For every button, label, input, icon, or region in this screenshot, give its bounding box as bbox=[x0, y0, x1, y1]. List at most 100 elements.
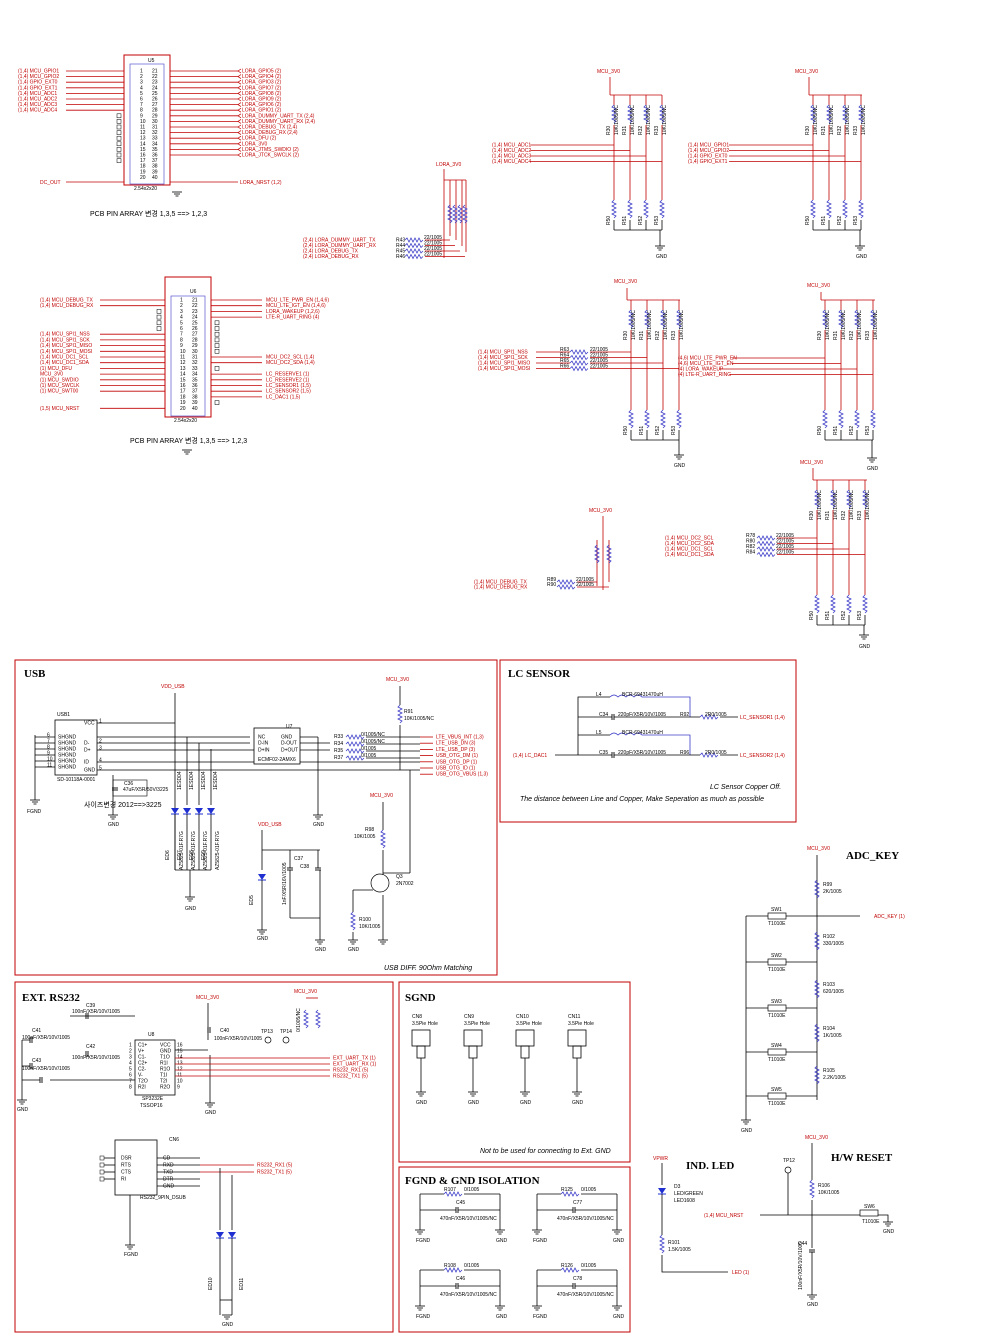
usb-tvs-mark: 1ESD04 bbox=[213, 771, 219, 790]
spi-pull-val: 10K/1005/NC bbox=[647, 310, 653, 340]
u6-pin-right: 27 bbox=[192, 332, 198, 338]
u5-pin-right: 24 bbox=[152, 85, 158, 91]
c39-ref: C39 bbox=[86, 1003, 95, 1009]
gpio-res-ref: R50 bbox=[805, 216, 811, 225]
u6-pin-right: 33 bbox=[192, 366, 198, 372]
usb1-ref: USB1 bbox=[57, 712, 70, 718]
debug-net: (1,4) MCU_DEBUG_TX bbox=[474, 580, 527, 586]
adc-rail: MCU_3V0 bbox=[597, 69, 620, 75]
spi-gnd: GND bbox=[674, 463, 686, 469]
u8-pin-left: C2- bbox=[138, 1067, 146, 1073]
lc-note1: LC Sensor Copper Off. bbox=[710, 784, 781, 791]
adckey-sw-ref: SW3 bbox=[771, 999, 782, 1005]
adckey-sw-ref: SW2 bbox=[771, 953, 782, 959]
u6-pin-left: 17 bbox=[180, 389, 186, 395]
adc-net: (1,4) MCU_ADC3 bbox=[492, 154, 531, 160]
fgnd-cap-ref: C45 bbox=[456, 1200, 465, 1206]
i2c-pull-ref: R32 bbox=[841, 511, 847, 520]
usb-out-net: USB_OTG_VBUS (1,3) bbox=[436, 772, 488, 778]
r100-ref: R100 bbox=[359, 917, 371, 923]
u6-pin-left: 18 bbox=[180, 394, 186, 400]
adckey-res-ref: R102 bbox=[823, 934, 835, 940]
c34-val: 220pF/X5R/10V/1005 bbox=[618, 712, 666, 718]
c36-ref: C36 bbox=[124, 781, 133, 787]
rs232-title: EXT. RS232 bbox=[22, 992, 80, 1004]
lte-net: (4,6) MCU_LTE_IGT_EN bbox=[678, 361, 734, 367]
sgnd-gnd: GND bbox=[468, 1100, 480, 1106]
sgnd-gnd: GND bbox=[520, 1100, 532, 1106]
usb-pin-num: 2 bbox=[99, 739, 102, 745]
u8-pin-left: V- bbox=[138, 1073, 143, 1079]
gpio-net: (1,4) MCU_GPIO2 bbox=[688, 148, 729, 154]
adckey-sw-part: T1010E bbox=[768, 1057, 786, 1063]
spi-pull-ref: R51 bbox=[639, 426, 645, 435]
u6-left-net: (1,5) MCU_NRST bbox=[40, 406, 79, 412]
u5-pin-right: 38 bbox=[152, 164, 158, 170]
u6-pin-left: 9 bbox=[180, 343, 183, 349]
lte-pull-val: 10K/1005/NC bbox=[857, 310, 863, 340]
lc-note2: The distance between Line and Copper, Ma… bbox=[520, 796, 764, 803]
r91-val: 10K/1005/NC bbox=[404, 716, 434, 722]
adckey-res-ref: R104 bbox=[823, 1026, 835, 1032]
u7-pin: D+IN bbox=[258, 748, 270, 754]
u6-pin-right: 21 bbox=[192, 298, 198, 304]
d3-pkg: LED1608 bbox=[674, 1198, 695, 1204]
fgnd-cap-val: 470nF/X5R/10V/1005/NC bbox=[557, 1216, 614, 1222]
u5-pin-right: 32 bbox=[152, 130, 158, 136]
i2c-res-ref: R80 bbox=[746, 539, 755, 545]
u5-pin-left: 5 bbox=[140, 91, 143, 97]
debug-res-val: 22/1005 bbox=[576, 582, 594, 588]
u6-caption: PCB PIN ARRAY 변경 1,3,5 ==> 1,2,3 bbox=[130, 436, 247, 445]
u6-package: 2.54x2x20 bbox=[174, 418, 197, 424]
sgnd-val: 3.5Pie Hole bbox=[464, 1021, 490, 1027]
u8-ref: U8 bbox=[148, 1032, 155, 1038]
usb-tvs-ref: ED6 bbox=[165, 850, 171, 860]
i2c-rail: MCU_3V0 bbox=[800, 460, 823, 466]
cn6-net: RS232_RX1 (5) bbox=[257, 1163, 293, 1169]
u5-pin-right: 22 bbox=[152, 74, 158, 80]
u6-left-net: (1) MCU_SWT00 bbox=[40, 389, 79, 395]
usb-tvs-ref: ED8 bbox=[189, 850, 195, 860]
u5-pin-right: 27 bbox=[152, 102, 158, 108]
usb-title: USB bbox=[24, 668, 46, 680]
usb-tvs-mark: 1ESD04 bbox=[189, 771, 195, 790]
u8-part: SP3232E bbox=[142, 1096, 164, 1102]
u8-pin-num: 4 bbox=[129, 1061, 132, 1067]
usb-shgnd-num: 10 bbox=[47, 757, 53, 763]
lte-pull-val: 10K/1005/NC bbox=[841, 310, 847, 340]
u6-left-net: (1,4) MCU_DEBUG_RX bbox=[40, 303, 94, 309]
lora-net: (2,4) LORA_DUMMY_UART_TX bbox=[303, 238, 376, 244]
sgnd-gnd: GND bbox=[416, 1100, 428, 1106]
lte-net: (4) LTE-R_UART_RING bbox=[678, 372, 731, 378]
usb-pin: ID bbox=[84, 760, 89, 766]
lora-net: (2,4) LORA_DEBUG_TX bbox=[303, 249, 359, 255]
sgnd-ref: CN9 bbox=[464, 1014, 474, 1020]
u6-pin-left: 2 bbox=[180, 303, 183, 309]
adckey-res-ref: R103 bbox=[823, 982, 835, 988]
lte-pull-ref: R31 bbox=[833, 331, 839, 340]
i2c-pull-ref: R33 bbox=[857, 511, 863, 520]
adckey-title: ADC_KEY bbox=[846, 850, 899, 862]
u6-pin-left: 16 bbox=[180, 383, 186, 389]
u6-left-net: (1) MCU_SWCLK bbox=[40, 383, 80, 389]
sgnd-ref: CN8 bbox=[412, 1014, 422, 1020]
i2c-gnd: GND bbox=[859, 644, 871, 650]
fgnd-res-ref: R126 bbox=[561, 1263, 573, 1269]
fgnd-res-ref: R125 bbox=[561, 1187, 573, 1193]
gpio-res-val: 10K/1005/NC bbox=[829, 105, 835, 135]
lte-pull-ref: R50 bbox=[817, 426, 823, 435]
cn6-pin-right: TXD bbox=[163, 1170, 173, 1176]
lte-pull-ref: R30 bbox=[817, 331, 823, 340]
lte-pull-ref: R52 bbox=[849, 426, 855, 435]
rs232-rnc-val: 0/1005/NC bbox=[296, 1008, 302, 1032]
u8-pin-num: 11 bbox=[177, 1073, 182, 1079]
sgnd-ref: CN11 bbox=[568, 1014, 581, 1020]
u5-right-net: LORA_GPIO9 (2) bbox=[242, 97, 282, 103]
u5-right-net: LORA_DUMMY_UART_RX (2,4) bbox=[242, 119, 315, 125]
u6-pin-left: 8 bbox=[180, 337, 183, 343]
u8-pin-left: T2O bbox=[138, 1079, 148, 1085]
u6-pin-left: 19 bbox=[180, 400, 186, 406]
